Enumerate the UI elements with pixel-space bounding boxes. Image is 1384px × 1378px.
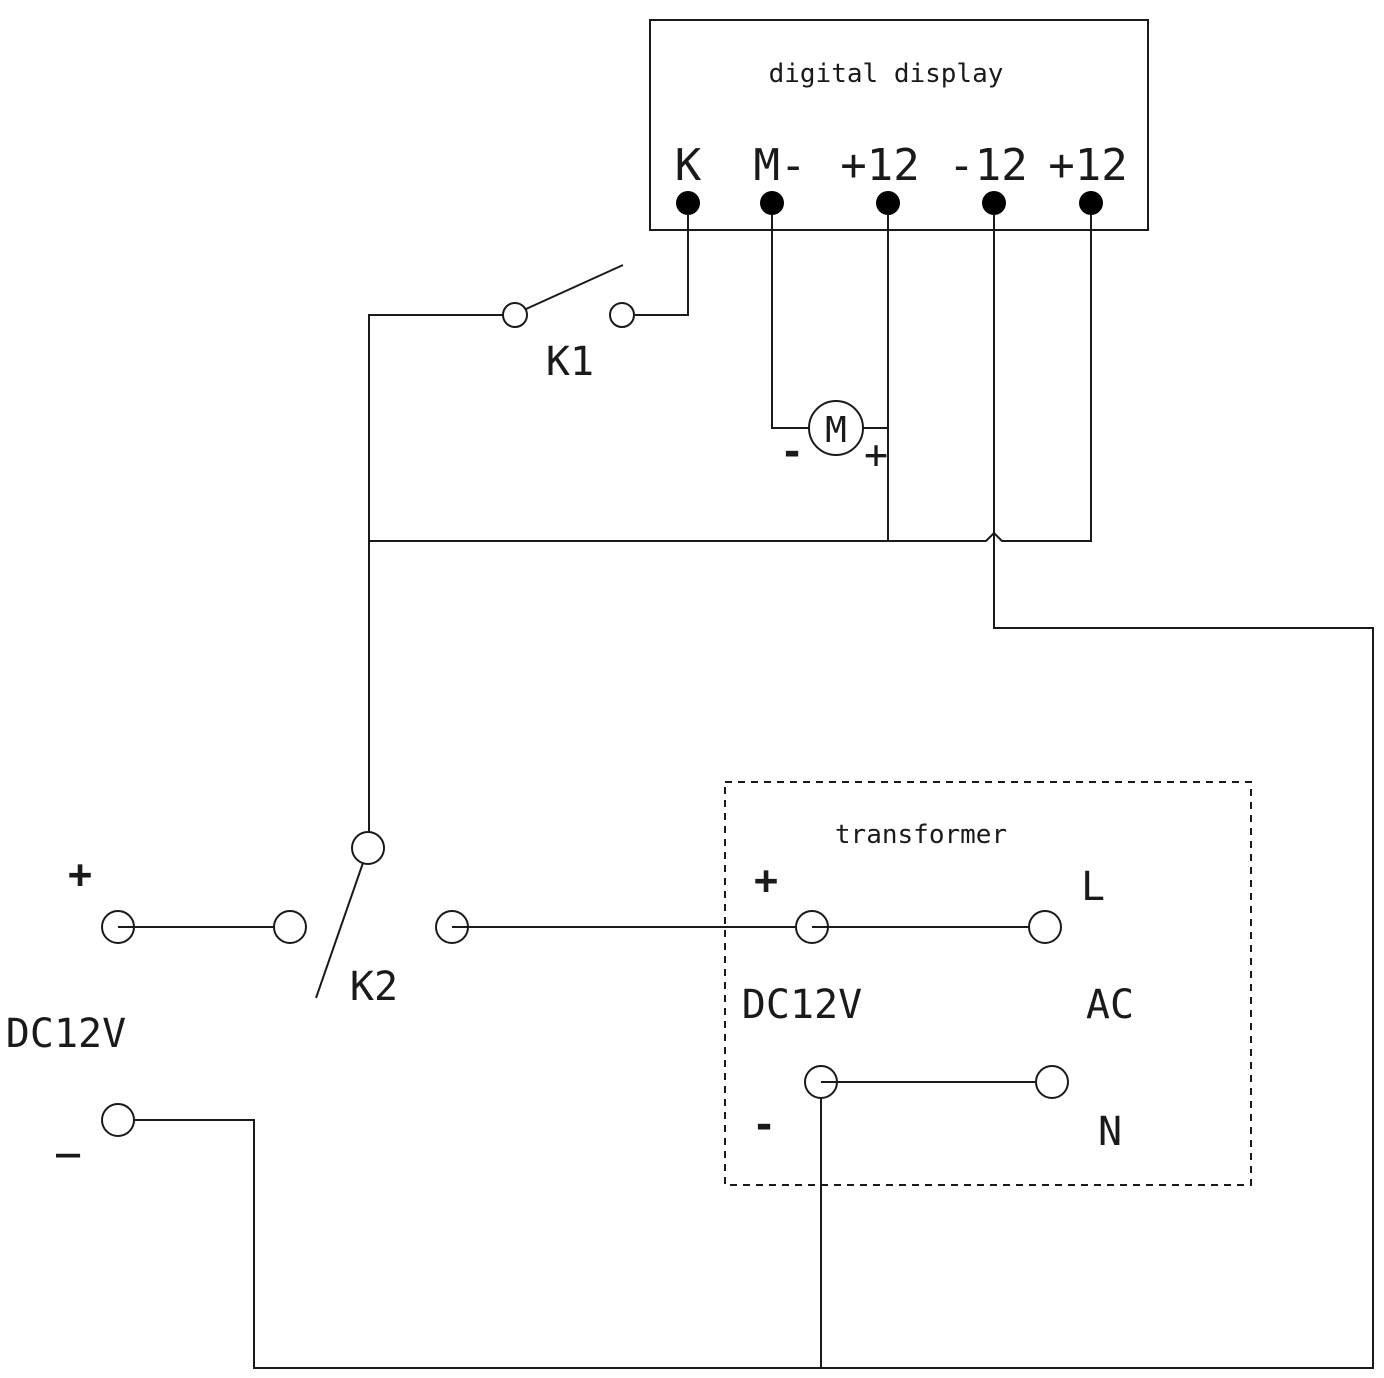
motor-minus-label: - <box>780 429 804 475</box>
transformer-box <box>724 781 1252 1186</box>
motor-plus-label: + <box>864 432 888 478</box>
terminal-label-k: K <box>675 140 702 191</box>
transformer-ac-n-label: N <box>1098 1109 1122 1155</box>
k2-contact-left <box>273 910 307 944</box>
dc-source-plus-label: + <box>68 852 92 898</box>
wire-minus12-return <box>133 215 1374 1369</box>
transformer-dc-label: DC12V <box>742 982 862 1028</box>
terminal-label-minus12: -12 <box>948 140 1027 191</box>
wire-k-to-k1 <box>635 215 689 316</box>
k2-pivot <box>351 831 385 865</box>
transformer-title: transformer <box>835 820 1007 850</box>
k1-contact-right <box>609 302 635 328</box>
transformer-ac-label: AC <box>1086 982 1134 1028</box>
terminal-dot-k <box>676 191 700 215</box>
dc-source-label: DC12V <box>6 1011 126 1057</box>
transformer-ac-n-terminal <box>1035 1065 1069 1099</box>
k1-blade <box>525 264 624 310</box>
terminal-label-m-minus: M- <box>754 140 807 191</box>
k2-label: K2 <box>350 964 398 1010</box>
terminal-dot-plus12-b <box>1079 191 1103 215</box>
transformer-dc-minus-label: - <box>752 1102 776 1148</box>
motor-label: M <box>825 410 847 451</box>
dc-source-minus-label: _ <box>56 1112 81 1158</box>
terminal-label-plus12-b: +12 <box>1048 140 1127 191</box>
digital-display-box <box>649 19 1149 231</box>
wire-plus12-bus <box>369 215 1092 542</box>
dc-source-minus-terminal <box>101 1103 135 1137</box>
wire-k1-to-k2 <box>368 314 503 836</box>
k1-contact-left <box>502 302 528 328</box>
transformer-dc-plus-label: + <box>754 858 778 904</box>
terminal-dot-minus12 <box>982 191 1006 215</box>
wire-mminus-to-motor <box>771 215 808 429</box>
k1-label: K1 <box>546 339 594 385</box>
motor-symbol <box>808 400 864 456</box>
transformer-ac-l-label: L <box>1081 864 1105 910</box>
transformer-ac-l-terminal <box>1028 910 1062 944</box>
k2-blade <box>315 859 365 999</box>
digital-display-title: digital display <box>769 59 1004 89</box>
terminal-dot-plus12-a <box>876 191 900 215</box>
terminal-label-plus12-a: +12 <box>840 140 919 191</box>
terminal-dot-m-minus <box>760 191 784 215</box>
